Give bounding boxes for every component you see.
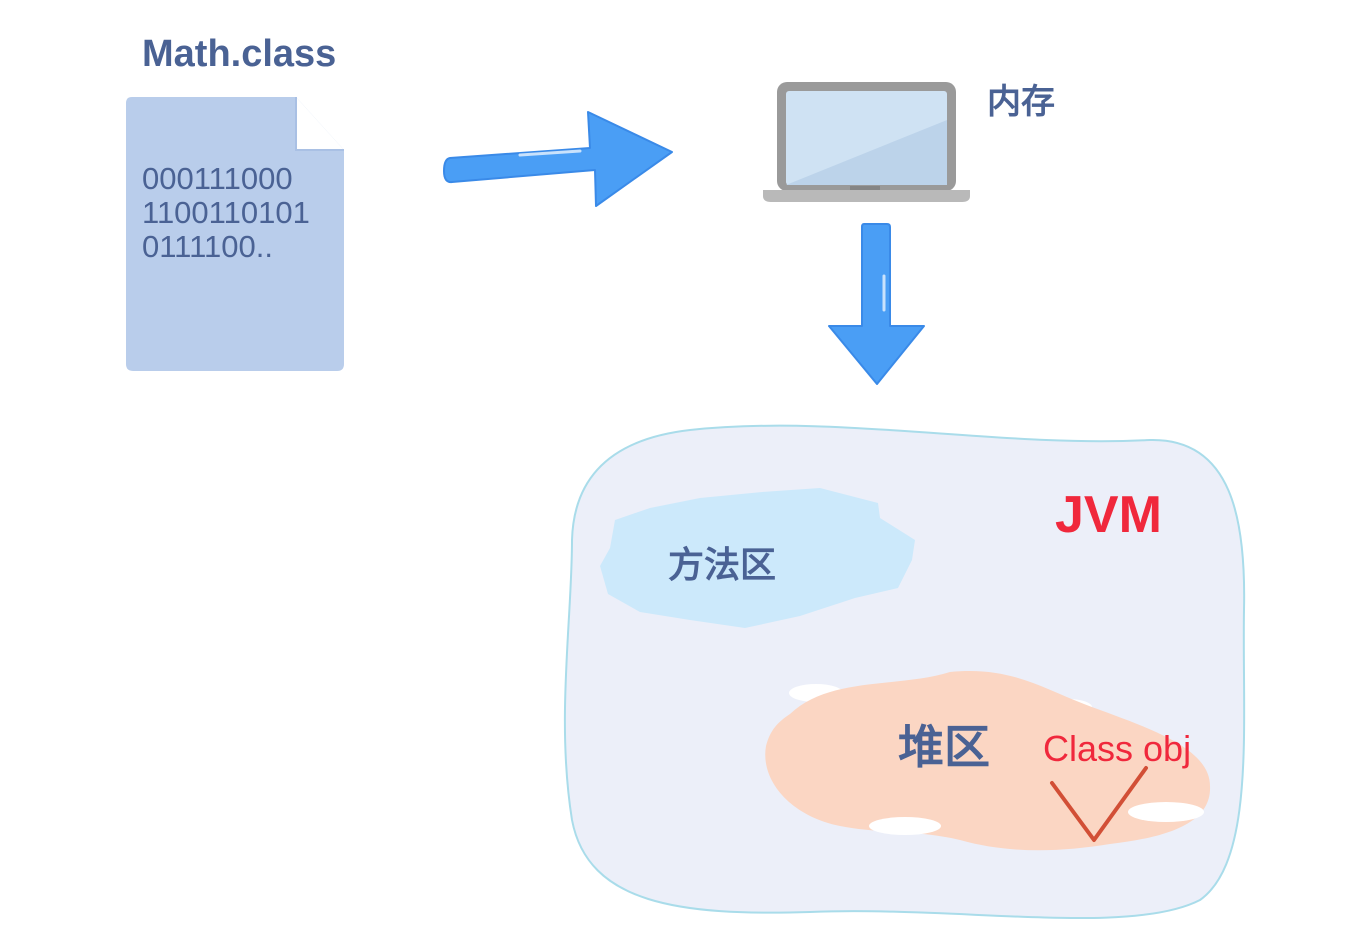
jvm-region: JVM 方法区 堆区 Class obj bbox=[563, 424, 1246, 920]
class-obj-label: Class obj bbox=[1043, 728, 1191, 769]
class-file: Math.class 000111000 1100110101 0111100.… bbox=[126, 33, 344, 371]
load-arrow-right bbox=[443, 111, 673, 207]
file-bytes-line-3: 0111100.. bbox=[142, 229, 273, 264]
document-fold bbox=[296, 97, 344, 150]
method-area-label: 方法区 bbox=[668, 545, 776, 586]
memory-label: 内存 bbox=[987, 82, 1055, 122]
file-bytes-line-2: 1100110101 bbox=[142, 195, 310, 230]
heap-area: 堆区 Class obj bbox=[765, 670, 1211, 851]
checkmark-icon bbox=[1050, 766, 1148, 842]
load-arrow-down bbox=[828, 223, 925, 385]
file-name-label: Math.class bbox=[142, 33, 336, 75]
jvm-label: JVM bbox=[1055, 486, 1162, 544]
laptop-icon bbox=[763, 82, 970, 202]
file-bytes-line-1: 000111000 bbox=[142, 161, 293, 196]
document-icon bbox=[126, 97, 344, 371]
heap-label: 堆区 bbox=[898, 720, 990, 774]
method-area: 方法区 bbox=[600, 488, 915, 628]
